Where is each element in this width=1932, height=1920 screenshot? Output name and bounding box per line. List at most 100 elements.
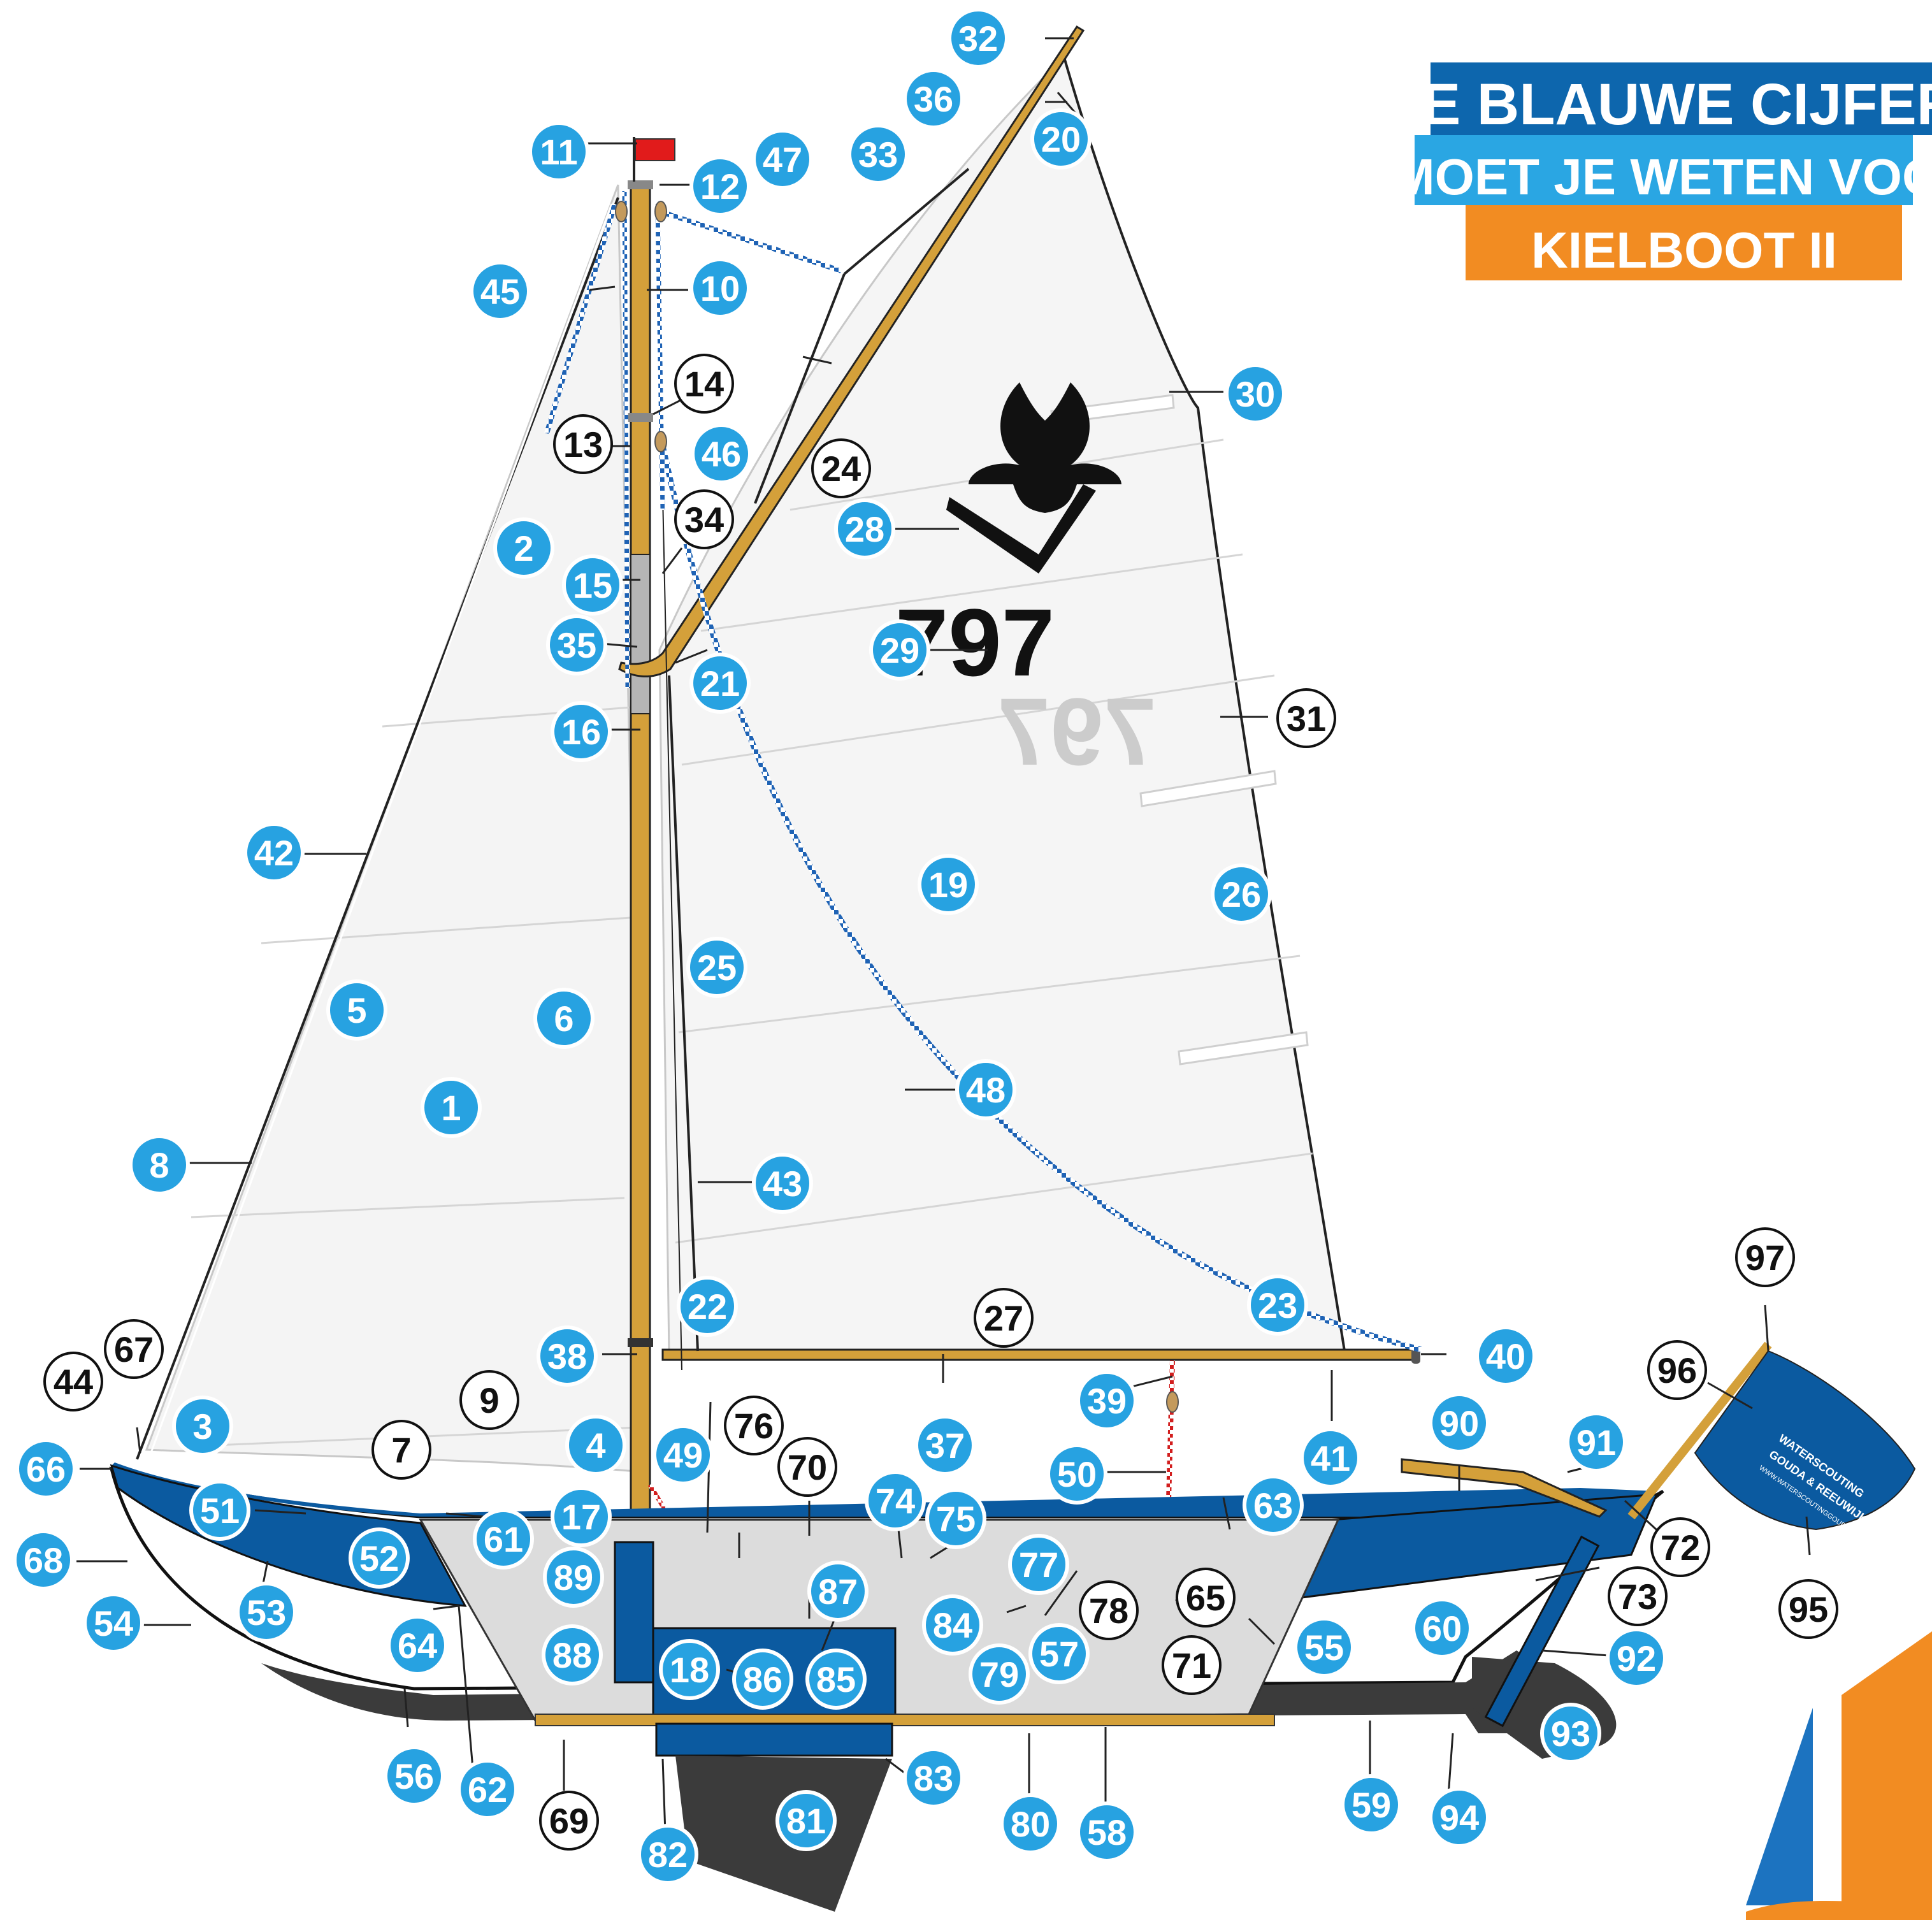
badge-number: 83 — [914, 1758, 953, 1798]
label-badge-14: 14 — [675, 355, 733, 412]
label-badge-77: 77 — [1010, 1536, 1067, 1593]
badge-number: 51 — [200, 1491, 240, 1531]
label-badge-4: 4 — [567, 1417, 624, 1474]
badge-number: 86 — [743, 1659, 782, 1700]
label-badge-87: 87 — [809, 1563, 867, 1620]
badge-number: 9 — [479, 1380, 499, 1420]
label-badge-18: 18 — [661, 1641, 718, 1698]
label-badge-80: 80 — [1002, 1795, 1059, 1852]
badge-number: 78 — [1089, 1591, 1128, 1631]
badge-number: 25 — [697, 948, 737, 988]
badge-number: 13 — [563, 424, 603, 465]
label-badge-56: 56 — [386, 1747, 443, 1805]
label-badge-41: 41 — [1302, 1429, 1359, 1487]
badge-number: 57 — [1039, 1634, 1079, 1674]
label-badge-89: 89 — [545, 1548, 602, 1606]
label-badge-71: 71 — [1163, 1636, 1220, 1694]
badge-number: 10 — [700, 268, 740, 308]
label-badge-32: 32 — [949, 10, 1007, 67]
badge-number: 16 — [561, 712, 601, 752]
label-badge-16: 16 — [552, 703, 610, 760]
label-badge-60: 60 — [1413, 1599, 1471, 1657]
badge-number: 72 — [1661, 1527, 1700, 1568]
badge-number: 47 — [763, 140, 802, 180]
badge-number: 87 — [818, 1571, 858, 1612]
label-badge-51: 51 — [191, 1482, 249, 1539]
label-badge-61: 61 — [475, 1510, 532, 1568]
label-badge-88: 88 — [544, 1626, 601, 1684]
badge-number: 76 — [734, 1406, 774, 1446]
label-badge-55: 55 — [1295, 1619, 1353, 1676]
badge-number: 15 — [573, 565, 612, 605]
label-badge-74: 74 — [867, 1472, 924, 1529]
badge-number: 96 — [1657, 1350, 1697, 1390]
label-badge-22: 22 — [679, 1278, 736, 1335]
label-badge-43: 43 — [754, 1155, 811, 1212]
label-badge-39: 39 — [1078, 1372, 1135, 1429]
label-badge-50: 50 — [1048, 1445, 1106, 1503]
label-badge-90: 90 — [1431, 1394, 1488, 1452]
badge-number: 52 — [359, 1538, 399, 1578]
label-badge-54: 54 — [85, 1594, 142, 1652]
label-badge-85: 85 — [807, 1650, 865, 1708]
badge-number: 50 — [1057, 1454, 1097, 1494]
label-badge-27: 27 — [975, 1289, 1032, 1346]
badge-number: 2 — [514, 528, 533, 568]
label-badge-19: 19 — [919, 856, 977, 913]
label-badge-31: 31 — [1278, 689, 1335, 747]
label-badge-40: 40 — [1477, 1327, 1534, 1385]
badge-number: 29 — [880, 630, 919, 670]
badge-number: 5 — [347, 990, 366, 1030]
badge-number: 23 — [1258, 1285, 1297, 1325]
badge-number: 64 — [398, 1626, 437, 1666]
badge-number: 54 — [94, 1603, 133, 1643]
badge-number: 75 — [936, 1499, 976, 1539]
badge-number: 62 — [468, 1770, 507, 1810]
badge-number: 49 — [663, 1435, 703, 1475]
label-badge-8: 8 — [131, 1136, 188, 1194]
badge-number: 90 — [1439, 1403, 1479, 1443]
badge-number: 43 — [763, 1164, 802, 1204]
label-badge-59: 59 — [1343, 1776, 1400, 1833]
badge-number: 79 — [979, 1654, 1019, 1694]
label-badge-38: 38 — [538, 1327, 596, 1385]
badge-number: 8 — [149, 1145, 169, 1185]
label-badge-78: 78 — [1080, 1582, 1137, 1639]
label-badge-95: 95 — [1780, 1580, 1837, 1638]
label-badge-13: 13 — [554, 415, 612, 473]
label-badge-2: 2 — [495, 519, 552, 577]
label-badge-62: 62 — [459, 1761, 516, 1818]
label-badge-82: 82 — [639, 1826, 696, 1883]
badge-number: 39 — [1087, 1381, 1127, 1421]
label-badge-58: 58 — [1078, 1803, 1135, 1861]
label-badge-48: 48 — [957, 1061, 1014, 1118]
badge-number: 97 — [1745, 1238, 1785, 1278]
badge-number: 45 — [480, 271, 520, 312]
badge-number: 58 — [1087, 1812, 1127, 1852]
label-badge-7: 7 — [373, 1421, 430, 1478]
badge-number: 3 — [192, 1406, 212, 1447]
badge-number: 14 — [684, 364, 724, 404]
badge-number: 34 — [684, 500, 724, 540]
label-badge-91: 91 — [1568, 1413, 1625, 1471]
badge-number: 84 — [933, 1605, 972, 1645]
badge-number: 88 — [552, 1635, 592, 1675]
label-badge-45: 45 — [472, 263, 529, 320]
label-badge-49: 49 — [654, 1426, 712, 1483]
badge-number: 41 — [1311, 1438, 1350, 1478]
badge-number: 44 — [54, 1362, 93, 1402]
label-badge-3: 3 — [174, 1397, 231, 1455]
badge-number: 65 — [1186, 1578, 1225, 1618]
label-badge-29: 29 — [871, 621, 928, 679]
badge-number: 73 — [1618, 1577, 1657, 1617]
badge-number: 26 — [1222, 874, 1261, 914]
label-badge-81: 81 — [777, 1792, 835, 1849]
label-badge-75: 75 — [927, 1490, 984, 1547]
badge-number: 21 — [700, 663, 740, 704]
badge-number: 85 — [816, 1659, 856, 1700]
badge-number: 35 — [557, 625, 596, 665]
badge-number: 17 — [561, 1497, 601, 1537]
label-badge-25: 25 — [688, 939, 746, 996]
label-badge-30: 30 — [1227, 365, 1284, 422]
